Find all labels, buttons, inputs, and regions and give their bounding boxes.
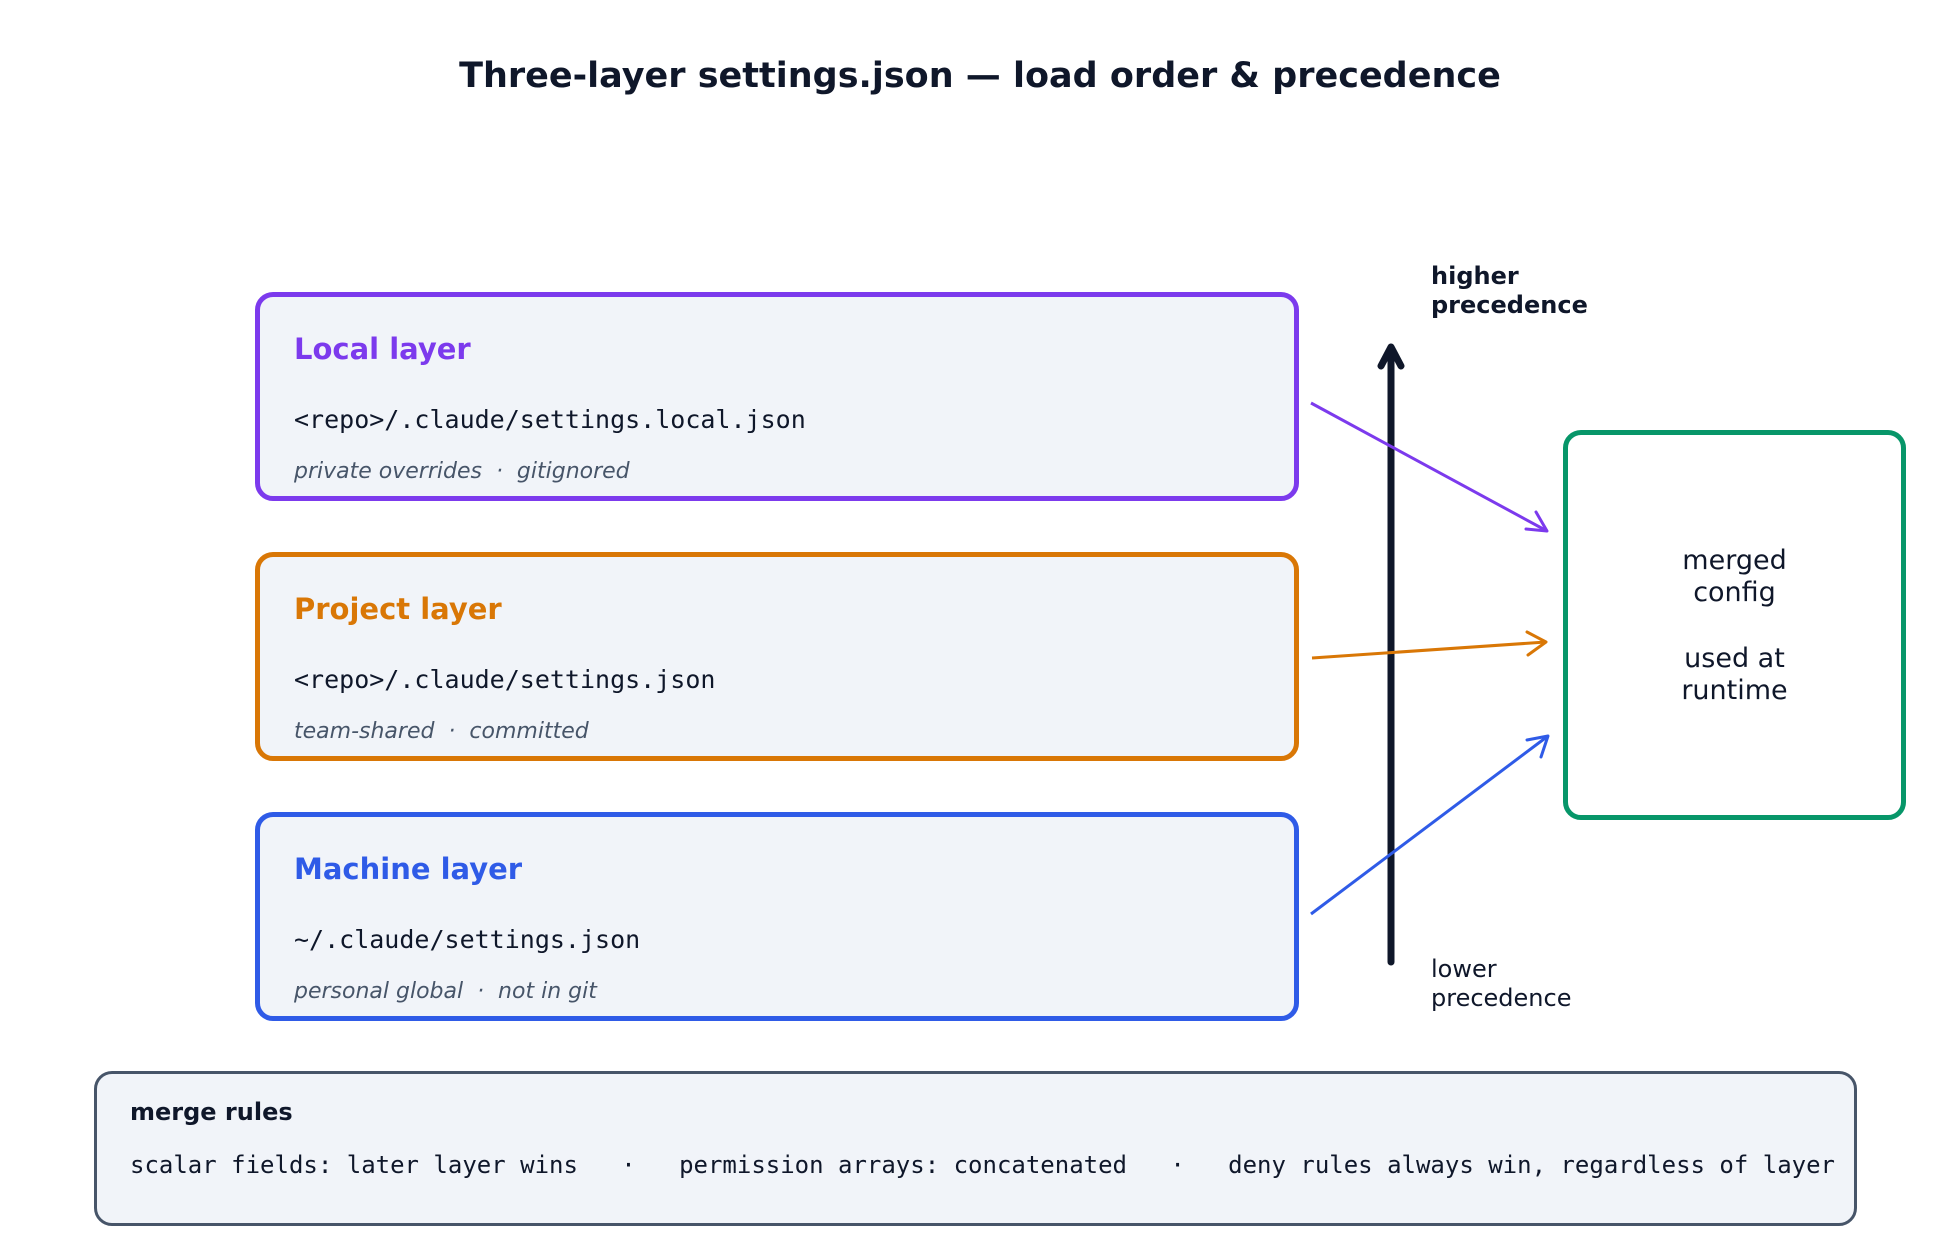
machine-layer-merge-arrow (1310, 734, 1550, 916)
project-layer-path: <repo>/.claude/settings.json (294, 665, 716, 694)
local-layer-path: <repo>/.claude/settings.local.json (294, 405, 806, 434)
project-layer-merge-arrow (1311, 630, 1548, 660)
precedence-axis-arrow (1377, 343, 1405, 966)
merged-config-line-2: config (1693, 577, 1776, 608)
lower-precedence-line-1: lower (1431, 955, 1497, 983)
local-layer-merge-arrow (1310, 401, 1549, 533)
higher-precedence-line-2: precedence (1431, 291, 1588, 319)
merge-rules-box: merge rules scalar fields: later layer w… (94, 1071, 1857, 1226)
project-layer-box: Project layer <repo>/.claude/settings.js… (255, 552, 1299, 761)
machine-layer-title: Machine layer (294, 852, 523, 886)
lower-precedence-label: lower precedence (1431, 955, 1571, 1013)
merge-rules-text: scalar fields: later layer wins · permis… (130, 1151, 1836, 1179)
merged-config-box: merged config used at runtime (1563, 430, 1906, 820)
higher-precedence-label: higher precedence (1431, 262, 1588, 320)
lower-precedence-line-2: precedence (1431, 984, 1572, 1012)
merged-config-line-1: merged (1682, 545, 1787, 576)
machine-layer-path: ~/.claude/settings.json (294, 925, 641, 954)
project-layer-note: team-shared · committed (294, 719, 589, 744)
used-at-runtime-line-1: used at (1684, 643, 1785, 674)
used-at-runtime-label: used at runtime (1568, 643, 1901, 707)
project-layer-title: Project layer (294, 592, 502, 626)
machine-layer-note: personal global · not in git (294, 979, 597, 1004)
local-layer-title: Local layer (294, 332, 471, 366)
merge-rules-title: merge rules (130, 1098, 293, 1126)
diagram-title: Three-layer settings.json — load order &… (459, 56, 1501, 96)
local-layer-note: private overrides · gitignored (294, 459, 630, 484)
used-at-runtime-line-2: runtime (1681, 675, 1788, 706)
merged-config-label: merged config (1568, 545, 1901, 609)
higher-precedence-line-1: higher (1431, 262, 1519, 290)
local-layer-box: Local layer <repo>/.claude/settings.loca… (255, 292, 1299, 501)
machine-layer-box: Machine layer ~/.claude/settings.json pe… (255, 812, 1299, 1021)
